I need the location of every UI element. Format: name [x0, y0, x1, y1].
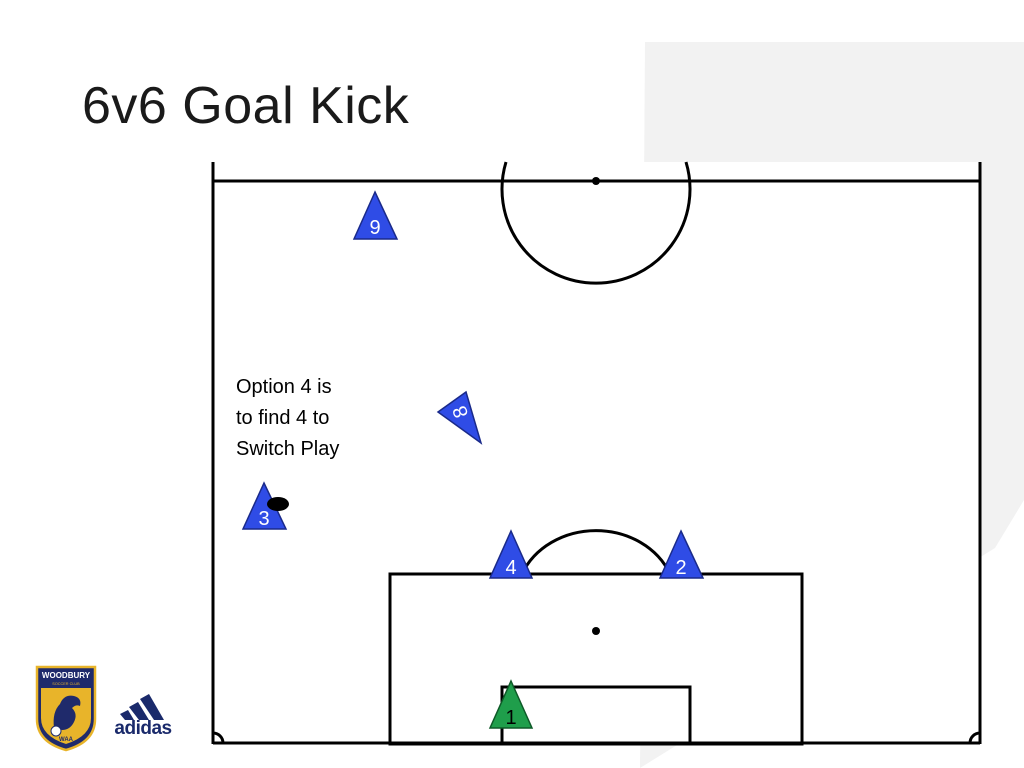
corner-arc-right	[968, 731, 981, 744]
field-surface	[213, 162, 981, 744]
ball	[267, 497, 289, 511]
shield-banner	[39, 670, 93, 680]
penalty-arc	[520, 529, 672, 575]
center-spot	[592, 177, 600, 185]
player-3-number: 3	[258, 508, 269, 530]
player-2-cone	[658, 529, 705, 579]
annotation-line-1: Option 4 is	[236, 376, 332, 398]
player-4-number: 4	[505, 557, 516, 579]
player-1-number: 1	[505, 707, 516, 729]
adidas-stripe-1	[120, 710, 134, 720]
player-8-cone	[436, 390, 483, 445]
annotation-line-3: Switch Play	[236, 438, 340, 460]
player-2-marker: 2	[658, 529, 705, 579]
annotation-text: Option 4 is to find 4 to Switch Play	[236, 372, 376, 465]
player-1-goalkeeper-marker: 1	[488, 679, 534, 729]
penalty-spot	[592, 627, 600, 635]
sponsor-wordmark: adidas	[114, 718, 171, 739]
club-badge-text: WAA	[59, 737, 74, 743]
center-circle	[500, 161, 692, 285]
club-sub-text: SOCCER CLUB	[52, 682, 80, 686]
player-4-cone	[488, 529, 534, 579]
player-2-number: 2	[675, 557, 686, 579]
club-name-text: WOODBURY	[42, 671, 91, 680]
player-9-marker: 9	[352, 190, 399, 240]
player-9-number: 9	[369, 217, 380, 239]
griffin-icon	[53, 695, 81, 730]
player-1-cone	[488, 679, 534, 729]
slide-title: 6v6 Goal Kick	[82, 77, 410, 135]
adidas-logo: adidas	[114, 694, 172, 739]
player-8-marker: 8	[436, 390, 483, 445]
player-9-cone	[352, 190, 399, 240]
annotation-line-2: to find 4 to	[236, 407, 330, 429]
logos: WOODBURY SOCCER CLUB WAA adidas	[35, 665, 172, 752]
soccer-ball-icon	[50, 725, 62, 737]
adidas-stripe-3	[140, 694, 164, 720]
adidas-stripe-2	[129, 702, 149, 720]
corner-arc-left	[212, 731, 225, 744]
club-shield-logo: WOODBURY SOCCER CLUB WAA	[35, 665, 97, 752]
player-4-marker: 4	[488, 529, 534, 579]
